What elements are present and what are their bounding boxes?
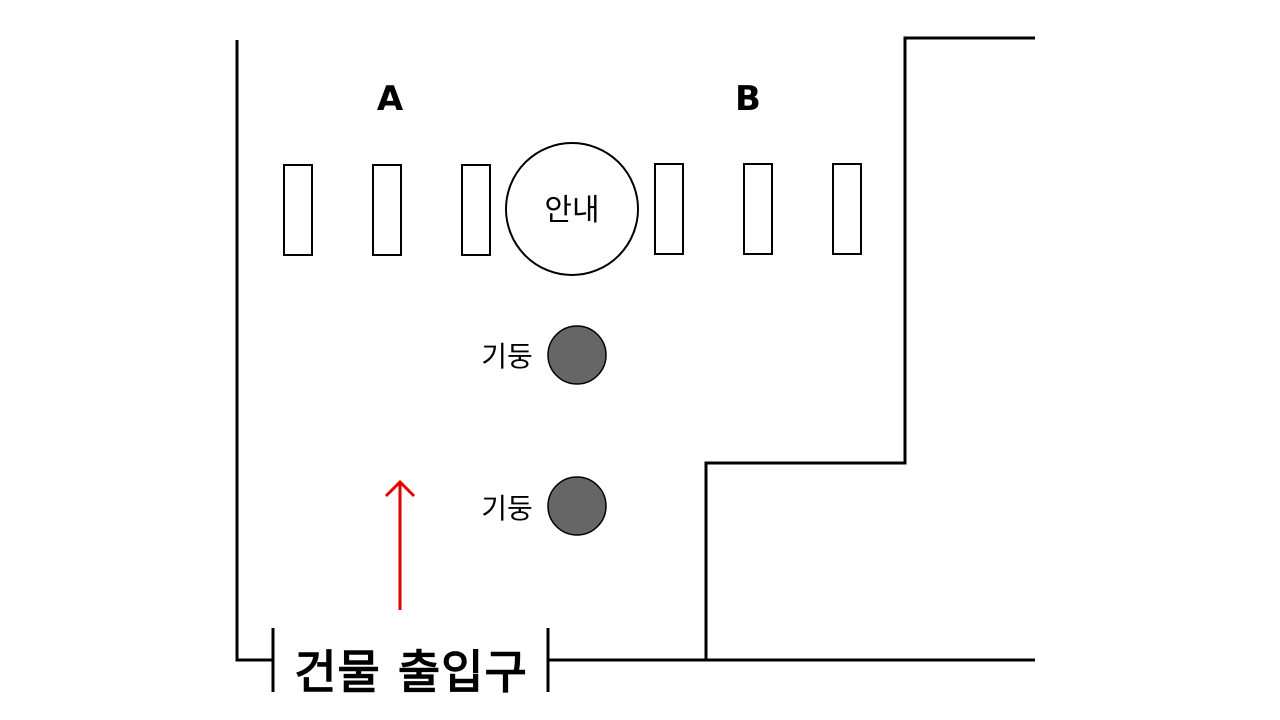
booth: [283, 164, 313, 256]
zone-b-label: B: [735, 79, 761, 119]
pillar-circle: [547, 476, 607, 536]
zone-a-booths: [283, 164, 491, 256]
pillar-2: 기둥: [481, 476, 607, 536]
pillar-label: 기둥: [481, 340, 533, 373]
building-walls: [235, 36, 1035, 662]
info-desk-label: 안내: [544, 193, 599, 228]
booth: [372, 164, 402, 256]
booth: [832, 163, 862, 255]
entrance-opening: [271, 628, 550, 692]
zone-b-booths: [654, 163, 862, 255]
booth: [461, 164, 491, 256]
booth: [654, 163, 684, 255]
left-wall: [235, 40, 272, 662]
right-wall: [704, 36, 1035, 660]
pillar-circle: [547, 325, 607, 385]
entrance-label: 건물 출입구: [294, 645, 528, 699]
pillar-1: 기둥: [481, 325, 607, 385]
arrow-head: [384, 479, 416, 498]
info-desk-circle: [505, 142, 639, 276]
pillar-label: 기둥: [481, 492, 533, 525]
zone-a-label: A: [377, 79, 404, 119]
booth: [743, 163, 773, 255]
info-desk: 안내: [505, 142, 639, 276]
entry-arrow: [384, 479, 416, 610]
